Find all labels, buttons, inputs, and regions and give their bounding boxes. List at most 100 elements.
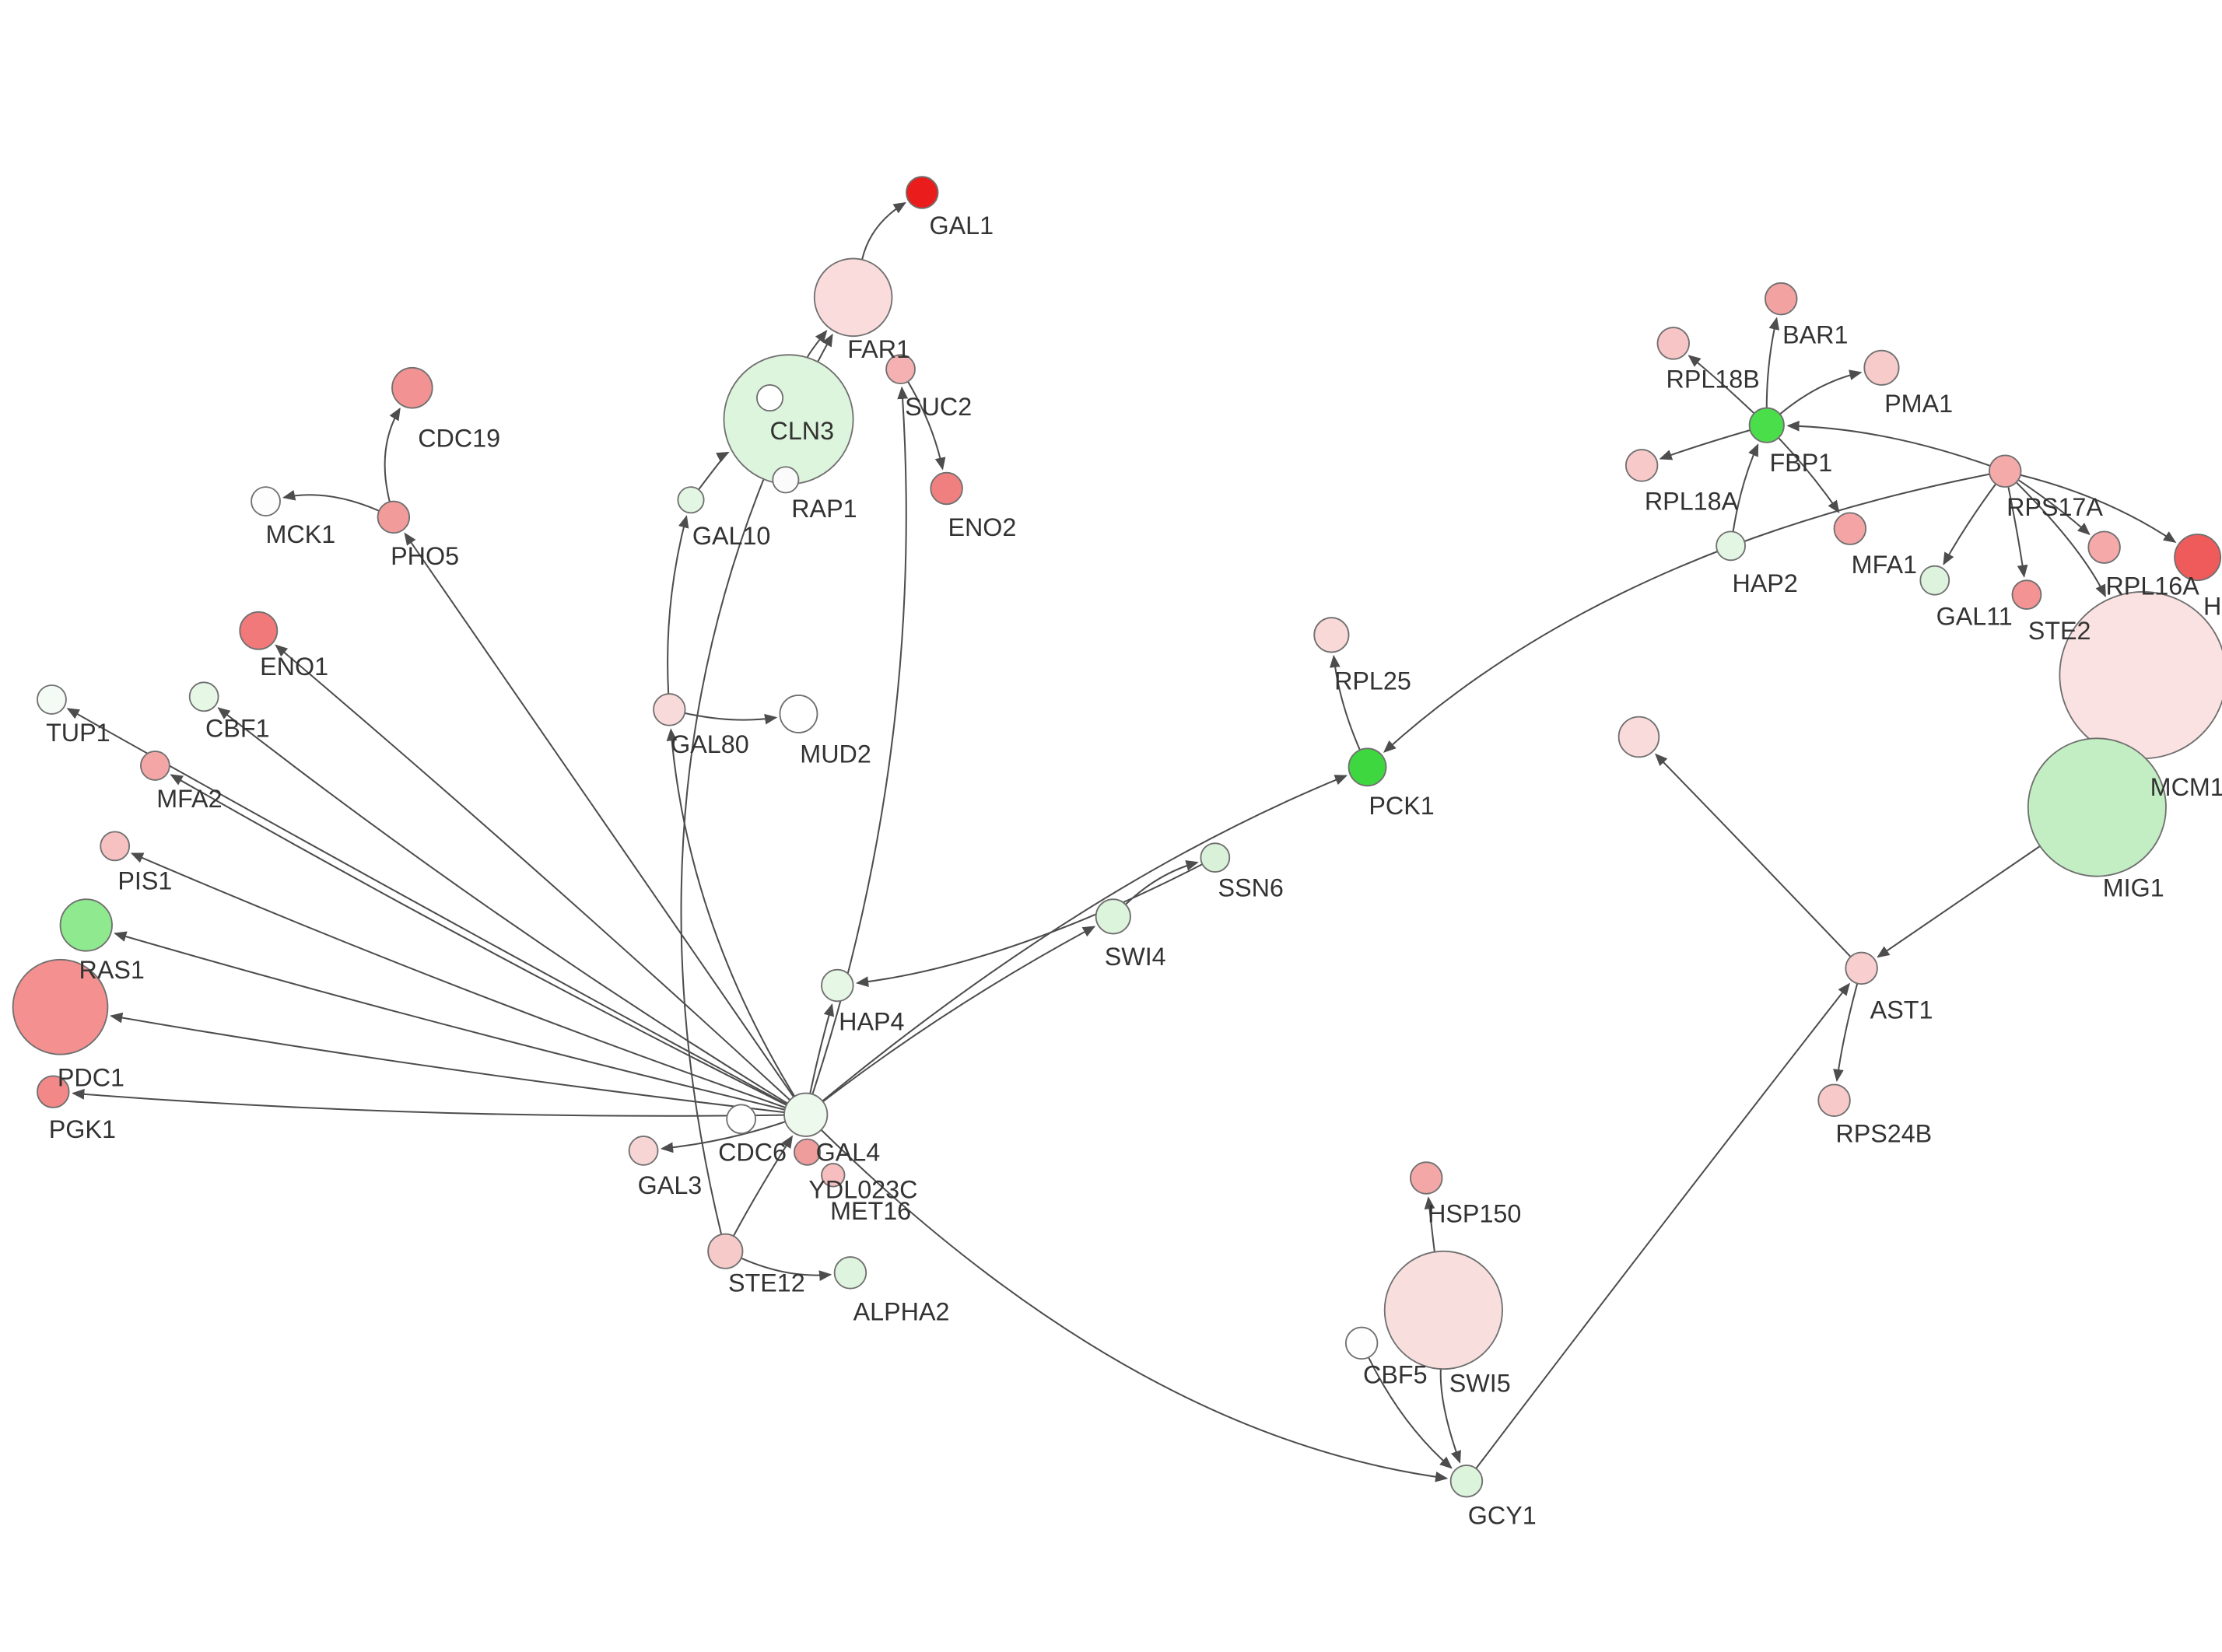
edge-fbp1-rpl18b xyxy=(1688,355,1755,415)
node-label-cln3: CLN3 xyxy=(770,417,835,445)
node-label-rpl16a: RPL16A xyxy=(2105,572,2199,600)
node-cdc19[interactable] xyxy=(391,366,433,409)
node-fbp1[interactable] xyxy=(1748,407,1785,443)
node-label-met16: MET16 xyxy=(830,1197,911,1225)
node-mck1[interactable] xyxy=(251,486,281,516)
node-eno1[interactable] xyxy=(239,611,279,650)
node-ast1[interactable] xyxy=(1845,951,1878,985)
edge-gal80-mud2 xyxy=(684,712,778,725)
edge-swi5-gcy1 xyxy=(1439,1369,1461,1464)
node-label-tup1: TUP1 xyxy=(46,719,110,747)
edge-gal4-ras1 xyxy=(114,931,785,1111)
node-hap4[interactable] xyxy=(821,968,854,1003)
node-rps24b[interactable] xyxy=(1817,1083,1851,1118)
node-label-gal1: GAL1 xyxy=(929,212,994,240)
node-rps17a[interactable] xyxy=(1989,454,2022,488)
node-label-mcm1: MCM1 xyxy=(2150,773,2222,801)
node-rap1[interactable] xyxy=(772,466,800,494)
node-hsp150[interactable] xyxy=(1410,1161,1443,1195)
node-pma1[interactable] xyxy=(1863,349,1900,386)
node-label-pdc1: PDC1 xyxy=(58,1063,124,1091)
node-ras1[interactable] xyxy=(59,898,113,952)
node-alpha2[interactable] xyxy=(833,1256,867,1290)
node-eno2[interactable] xyxy=(930,471,963,506)
node-ste12[interactable] xyxy=(707,1233,744,1269)
edge-gal4-pdc1 xyxy=(110,1012,785,1114)
node-ste2[interactable] xyxy=(2011,579,2042,611)
node-label-pma1: PMA1 xyxy=(1884,390,1953,418)
node-label-gal80: GAL80 xyxy=(671,730,749,758)
node-tup1[interactable] xyxy=(37,684,67,715)
node-pho5[interactable] xyxy=(377,500,411,534)
node-label-cdc6: CDC6 xyxy=(718,1138,787,1166)
node-pgk1[interactable] xyxy=(37,1075,70,1108)
node-unlabeled1[interactable] xyxy=(756,384,784,412)
edge-gal4-pgk1 xyxy=(72,1088,785,1117)
edge-gal4-gcy1 xyxy=(820,1129,1449,1482)
node-gcy1[interactable] xyxy=(1449,1464,1484,1498)
node-ydl023c[interactable] xyxy=(794,1138,822,1166)
node-label-pgk1: PGK1 xyxy=(49,1115,116,1143)
edge-fbp1-bar1 xyxy=(1765,317,1780,408)
node-label-suc2: SUC2 xyxy=(905,393,972,421)
node-mig1[interactable] xyxy=(2027,737,2167,877)
edge-hap2-fbp1 xyxy=(1732,443,1759,532)
node-gal1[interactable] xyxy=(906,176,939,209)
node-cbf5[interactable] xyxy=(1344,1326,1379,1360)
node-label-ste2: STE2 xyxy=(2028,617,2091,645)
edges-layer xyxy=(66,201,2177,1482)
node-label-hap2: HAP2 xyxy=(1732,569,1797,597)
node-cdc6[interactable] xyxy=(726,1104,756,1135)
node-label-gal11: GAL11 xyxy=(1936,602,2013,630)
node-pdc1[interactable] xyxy=(12,958,109,1055)
edge-gcy1-ast1 xyxy=(1475,982,1850,1469)
node-label-alpha2: ALPHA2 xyxy=(853,1297,950,1325)
node-label-pho5: PHO5 xyxy=(391,542,459,570)
node-his4[interactable] xyxy=(2174,534,2222,582)
node-label-pck1: PCK1 xyxy=(1369,792,1434,820)
node-gal4[interactable] xyxy=(783,1092,829,1137)
node-rpl18b[interactable] xyxy=(1656,327,1690,360)
node-rpl25[interactable] xyxy=(1313,617,1350,653)
node-far1[interactable] xyxy=(813,257,893,338)
node-label-gal10: GAL10 xyxy=(692,522,771,550)
node-gal10[interactable] xyxy=(677,486,705,514)
edge-rps17a-gal11 xyxy=(1943,483,1997,565)
node-mfa1[interactable] xyxy=(1833,512,1867,545)
node-mud2[interactable] xyxy=(779,695,818,733)
node-swi4[interactable] xyxy=(1095,898,1131,935)
edge-gal4-gal80 xyxy=(666,728,796,1097)
edge-gal10-cln3 xyxy=(698,451,730,491)
node-hap2[interactable] xyxy=(1716,530,1746,562)
node-label-pis1: PIS1 xyxy=(117,866,172,894)
node-unlabeled2[interactable] xyxy=(1617,716,1660,758)
node-label-ydl023c: YDL023C xyxy=(808,1175,917,1203)
node-gal3[interactable] xyxy=(628,1136,659,1166)
edge-ssn6-hap4 xyxy=(855,863,1203,988)
node-label-mck1: MCK1 xyxy=(266,520,336,548)
node-ssn6[interactable] xyxy=(1200,842,1231,873)
node-pck1[interactable] xyxy=(1348,747,1387,787)
node-label-mig1: MIG1 xyxy=(2103,873,2164,901)
node-swi5[interactable] xyxy=(1383,1250,1503,1370)
node-mfa2[interactable] xyxy=(140,751,170,781)
node-pis1[interactable] xyxy=(100,831,131,862)
node-rpl18a[interactable] xyxy=(1624,449,1659,482)
node-bar1[interactable] xyxy=(1765,282,1798,316)
node-met16[interactable] xyxy=(821,1163,846,1188)
node-rpl16a[interactable] xyxy=(2087,530,2121,564)
node-label-rpl18b: RPL18B xyxy=(1666,366,1760,394)
edge-pho5-mck1 xyxy=(282,489,380,512)
node-cbf1[interactable] xyxy=(188,681,219,712)
node-label-eno1: ENO1 xyxy=(260,653,328,681)
node-gal80[interactable] xyxy=(653,693,686,726)
node-label-gal3: GAL3 xyxy=(638,1171,703,1199)
node-gal11[interactable] xyxy=(1919,565,1950,596)
edge-gal4-pck1 xyxy=(822,775,1348,1102)
edge-swi5-hsp150 xyxy=(1424,1196,1435,1252)
node-label-rpl18a: RPL18A xyxy=(1645,488,1739,516)
node-label-hsp150: HSP150 xyxy=(1428,1200,1521,1228)
node-suc2[interactable] xyxy=(885,354,916,385)
